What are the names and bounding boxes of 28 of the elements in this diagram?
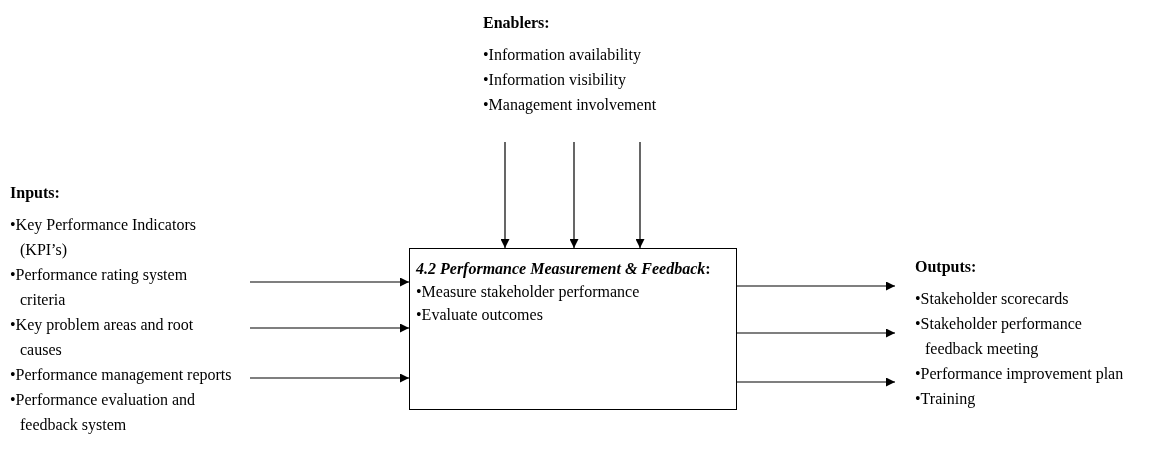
list-item: •Management involvement <box>483 95 658 116</box>
list-item: •Performance management reports <box>10 365 233 386</box>
list-item: •Stakeholder scorecards <box>915 289 1070 309</box>
arrow <box>249 277 410 287</box>
heading: Enablers: <box>483 13 551 33</box>
process-box <box>409 248 737 410</box>
list-item: •Key problem areas and root causes <box>10 315 195 360</box>
list-item: •Stakeholder performance feedback meeting <box>915 314 1083 360</box>
arrow <box>635 141 645 249</box>
arrow <box>736 328 896 338</box>
arrow <box>500 141 510 249</box>
list-item: •Information availability <box>483 45 642 66</box>
list-item: •Measure stakeholder performance <box>416 282 641 303</box>
list-item: •Key Performance Indicators (KPI’s) <box>10 215 197 261</box>
list-item: •Training <box>915 389 977 410</box>
heading: Outputs: <box>915 257 978 278</box>
arrow <box>249 373 410 383</box>
list-item: •Evaluate outcomes <box>416 305 544 325</box>
list-item: •Performance rating system criteria <box>10 265 189 310</box>
list-item: •Performance evaluation and feedback system <box>10 390 197 436</box>
arrow <box>569 141 579 249</box>
arrow <box>736 281 896 291</box>
arrow <box>736 377 896 387</box>
arrow <box>249 323 410 333</box>
list-item: •Information visibility <box>483 70 627 91</box>
list-item: •Performance improvement plan <box>915 364 1125 385</box>
heading: Inputs: <box>10 183 61 204</box>
heading: 4.2 Performance Measurement & Feedback: <box>416 259 712 280</box>
